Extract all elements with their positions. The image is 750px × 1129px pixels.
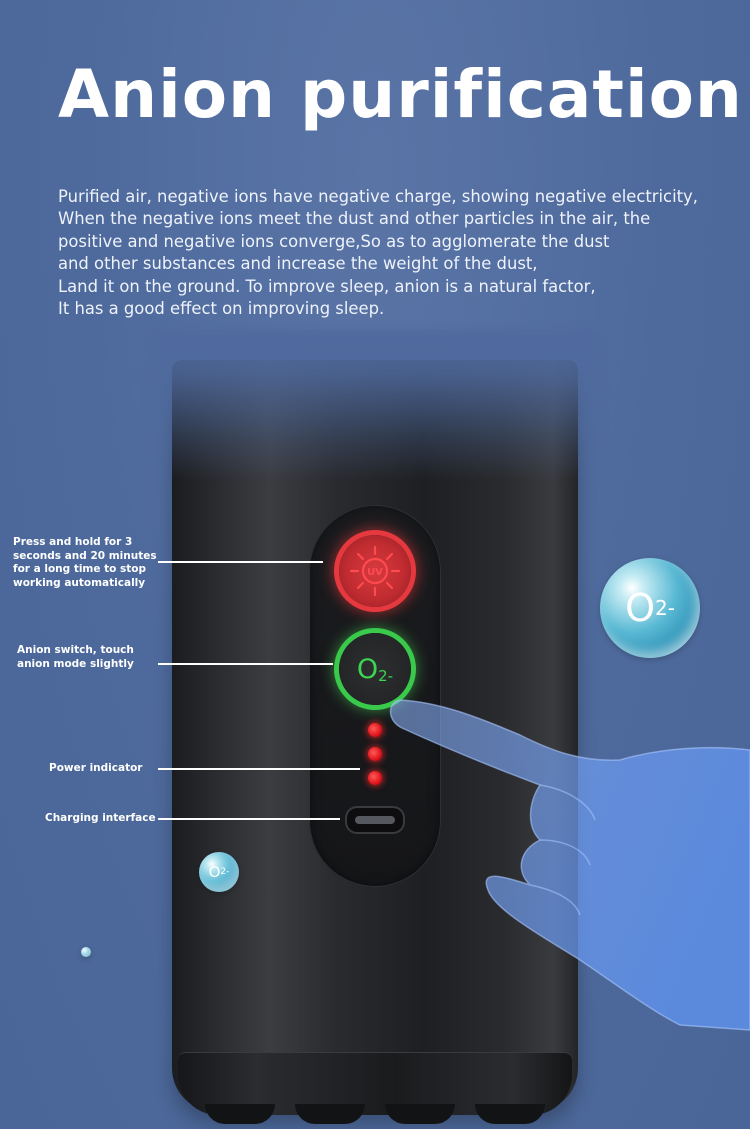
power-indicator-led — [368, 771, 382, 785]
charging-callout: Charging interface — [45, 812, 156, 824]
bubble-subscript: 2- — [220, 867, 230, 877]
description: Purified air, negative ions have negativ… — [58, 186, 718, 320]
page-title: Anion purification — [58, 56, 743, 133]
anion-callout-line: anion mode slightly — [17, 657, 134, 670]
uv-label: UV — [367, 567, 383, 578]
sun-icon: UV — [349, 545, 401, 597]
uv-callout: Press and hold for 3 seconds and 20 minu… — [13, 536, 163, 590]
uv-callout-line: seconds and 20 minutes — [13, 549, 157, 562]
uv-callout-line: for a long time to stop — [13, 563, 147, 575]
uv-callout-line-connector — [158, 561, 323, 563]
description-line: Land it on the ground. To improve sleep,… — [58, 276, 596, 296]
anion-callout-line: Anion switch, touch — [17, 644, 134, 656]
power-callout-connector — [158, 768, 360, 770]
uv-button[interactable]: UV — [339, 535, 411, 607]
hand-pointing-icon — [389, 699, 750, 1031]
uv-callout-line: Press and hold for 3 — [13, 536, 133, 548]
description-line: positive and negative ions converge,So a… — [58, 231, 610, 251]
uv-callout-line: working automatically — [13, 576, 146, 589]
charging-port[interactable] — [345, 806, 405, 834]
device-top-fade — [150, 330, 600, 480]
charging-callout-connector — [158, 818, 340, 820]
o2-letter: O — [356, 653, 379, 685]
bubble-subscript: 2- — [654, 596, 675, 620]
power-indicator-led — [368, 723, 382, 737]
anion-callout-connector — [158, 663, 333, 665]
description-line: and other substances and increase the we… — [58, 254, 538, 274]
description-line: It has a good effect on improving sleep. — [58, 299, 385, 319]
device-feet — [205, 1104, 545, 1129]
anion-callout: Anion switch, touch anion mode slightly — [17, 644, 157, 671]
anion-button[interactable]: O2- — [339, 633, 411, 705]
description-line: Purified air, negative ions have negativ… — [58, 187, 698, 206]
power-indicator-led — [368, 747, 382, 761]
usb-c-slot — [355, 816, 395, 824]
o2-label: O2- — [357, 654, 393, 685]
bubble-letter: O — [208, 863, 221, 881]
bubble-letter: O — [625, 586, 655, 630]
o2-bubble-dot — [81, 947, 91, 957]
o2-subscript: 2- — [378, 666, 394, 685]
description-line: When the negative ions meet the dust and… — [58, 209, 651, 229]
power-indicator-callout: Power indicator — [49, 762, 143, 774]
